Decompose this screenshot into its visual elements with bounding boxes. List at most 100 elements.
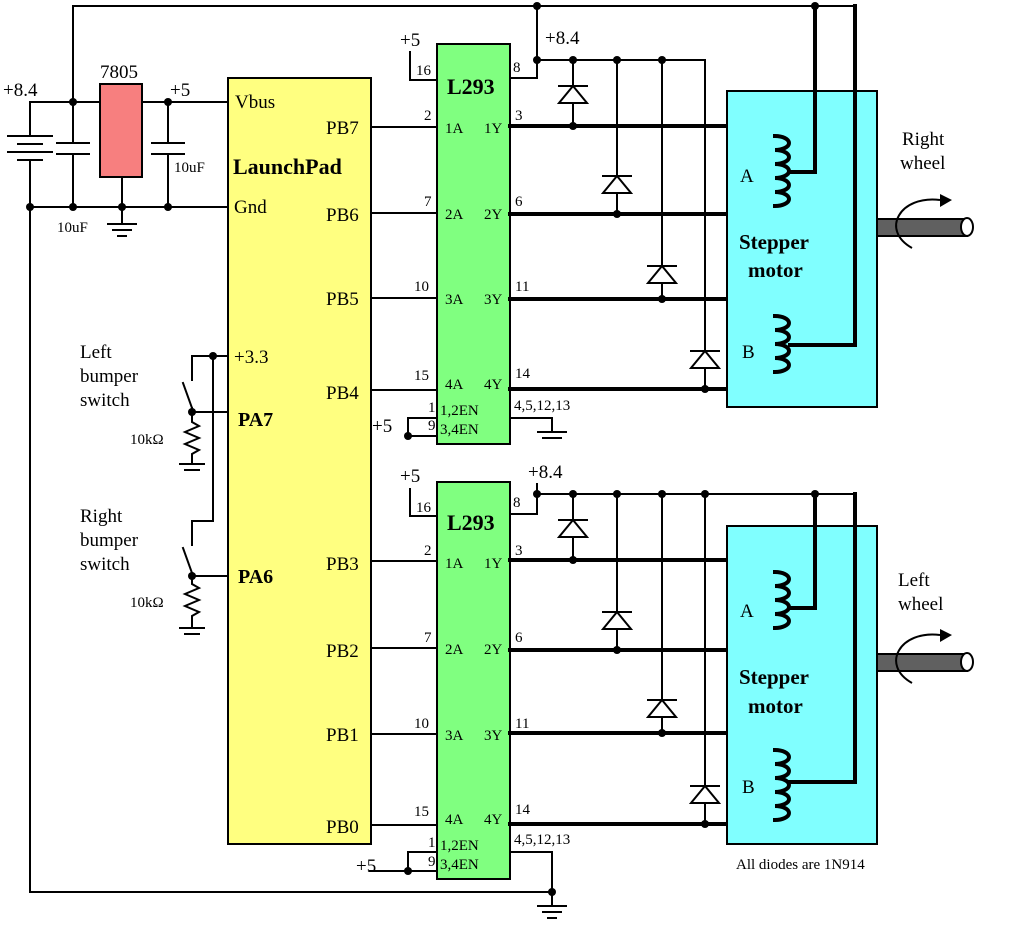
regulator-label: 7805 (100, 62, 138, 83)
motor-right-title-1: Stepper (739, 230, 809, 254)
driver-bottom-in-name-4: 4A (445, 812, 464, 828)
launchpad-board: Vbus LaunchPad Gnd +3.3 PA7 PA6 PB7 PB6 … (227, 77, 372, 845)
launchpad-3v3-label: +3.3 (234, 347, 268, 368)
driver-bottom-in-pin-1: 2 (424, 543, 432, 559)
driver-bottom-en-pin-2: 9 (428, 854, 436, 870)
motor-left-coil-b: B (742, 777, 755, 798)
driver-top-diodes (556, 59, 722, 390)
output-capacitor-label: 10uF (174, 160, 205, 176)
driver-bottom-in-pin-2: 7 (424, 630, 432, 646)
left-switch-label-1: Left (80, 342, 112, 363)
battery-voltage-label: +8.4 (3, 80, 38, 101)
launchpad-pa6-label: PA6 (238, 566, 273, 588)
driver-bottom-out-name-3: 3Y (484, 728, 503, 744)
diode-note: All diodes are 1N914 (736, 857, 865, 873)
driver-bottom-vs-label: +8.4 (528, 462, 563, 483)
right-switch-label-1: Right (80, 506, 123, 527)
driver-top-en-name-2: 3,4EN (440, 422, 479, 438)
regulator-output-label: +5 (170, 80, 190, 101)
left-pulldown-resistor (179, 411, 205, 471)
driver-bottom-en-pin-1: 1 (428, 835, 436, 851)
driver-top-in-name-4: 4A (445, 377, 464, 393)
driver-bottom-out-name-1: 1Y (484, 556, 503, 572)
driver-top-out-pin-2: 6 (515, 194, 523, 210)
driver-bottom-out-pin-2: 6 (515, 630, 523, 646)
driver-top-out-name-3: 3Y (484, 292, 503, 308)
driver-bottom-diodes (556, 493, 722, 825)
right-switch-label-2: bumper (80, 530, 139, 551)
input-capacitor (56, 101, 90, 208)
driver-top-pin8: 8 (513, 60, 521, 76)
launchpad-pin-pb3: PB3 (326, 554, 359, 575)
output-capacitor (151, 101, 185, 208)
input-capacitor-label: 10uF (57, 220, 88, 236)
left-bumper-switch (181, 355, 194, 413)
driver-bottom-in-name-3: 3A (445, 728, 464, 744)
driver-bottom-gnd-pins: 4,5,12,13 (514, 832, 570, 848)
driver-bottom-out-name-2: 2Y (484, 642, 503, 658)
left-switch-label-2: bumper (80, 366, 139, 387)
launchpad-pin-pb5: PB5 (326, 289, 359, 310)
launchpad-pin-pb4: PB4 (326, 383, 359, 404)
launchpad-pa7-label: PA7 (238, 409, 273, 431)
driver-bottom-en-supply: +5 (356, 856, 376, 877)
stepper-motor-right: Stepper motor A B Right wheel (726, 2, 974, 408)
right-resistor-label: 10kΩ (130, 595, 164, 611)
driver-bottom-in-name-1: 1A (445, 556, 464, 572)
driver-bottom-out-pin-1: 3 (515, 543, 523, 559)
driver-top-en-supply: +5 (372, 416, 392, 437)
driver-bottom-out-pin-3: 11 (515, 716, 529, 732)
launchpad-gnd-label: Gnd (234, 197, 267, 218)
power-section: +8.4 10uF 7805 (3, 5, 856, 893)
driver-top-out-name-2: 2Y (484, 207, 503, 223)
driver-top-in-pin-2: 7 (424, 194, 432, 210)
motor-left-wheel-2: wheel (898, 594, 943, 615)
stepper-motor-left: Stepper motor A B Left wheel (726, 492, 974, 845)
motor-left-coil-a: A (740, 601, 754, 622)
launchpad-pin-pb0: PB0 (326, 817, 359, 838)
main-ground (29, 888, 567, 919)
driver-top-vcc-label: +5 (400, 30, 420, 51)
driver-top-en-pin-1: 1 (428, 400, 436, 416)
l293-driver-top: L293 +5 16 8 +8.4 2 7 10 15 1A 2A 3A 4A … (370, 2, 706, 445)
motor-left-title-1: Stepper (739, 665, 809, 689)
launchpad-vbus-label: Vbus (235, 92, 275, 113)
driver-bottom-en-name-2: 3,4EN (440, 857, 479, 873)
motor-right-wheel-2: wheel (900, 153, 945, 174)
driver-top-in-pin-1: 2 (424, 108, 432, 124)
driver-top-out-pin-3: 11 (515, 279, 529, 295)
driver-bottom-in-pin-4: 15 (414, 804, 429, 820)
launchpad-pin-pb1: PB1 (326, 725, 359, 746)
driver-bottom-out-pin-4: 14 (515, 802, 531, 818)
launchpad-title: LaunchPad (233, 154, 342, 179)
driver-top-out-pin-1: 3 (515, 108, 523, 124)
launchpad-pin-pb2: PB2 (326, 641, 359, 662)
motor-right-title-2: motor (748, 258, 803, 282)
motor-left-title-2: motor (748, 694, 803, 718)
driver-bottom-out-name-4: 4Y (484, 812, 503, 828)
right-switch-label-3: switch (80, 554, 130, 575)
driver-bottom-vcc-label: +5 (400, 466, 420, 487)
driver-top-in-pin-3: 10 (414, 279, 429, 295)
driver-top-in-pin-4: 15 (414, 368, 429, 384)
launchpad-pin-pb6: PB6 (326, 205, 359, 226)
regulator-7805 (99, 83, 143, 178)
driver-bottom-title: L293 (447, 510, 495, 535)
bumper-switches: Left bumper switch Right bumper switch 1… (80, 342, 229, 635)
right-pulldown-resistor (179, 575, 205, 635)
motor-right-coil-b: B (742, 342, 755, 363)
driver-top-out-pin-4: 14 (515, 366, 531, 382)
motor-right-wheel-1: Right (902, 129, 945, 150)
driver-top-en-name-1: 1,2EN (440, 403, 479, 419)
driver-top-in-name-3: 3A (445, 292, 464, 308)
driver-bottom-pin16: 16 (416, 500, 432, 516)
driver-top-vs-label: +8.4 (545, 28, 580, 49)
driver-bottom-en-name-1: 1,2EN (440, 838, 479, 854)
motor-left-wheel-1: Left (898, 570, 930, 591)
right-bumper-switch (181, 520, 194, 577)
motor-right-coil-a: A (740, 166, 754, 187)
left-switch-label-3: switch (80, 390, 130, 411)
battery-symbol (7, 101, 53, 893)
launchpad-pin-pb7: PB7 (326, 118, 359, 139)
